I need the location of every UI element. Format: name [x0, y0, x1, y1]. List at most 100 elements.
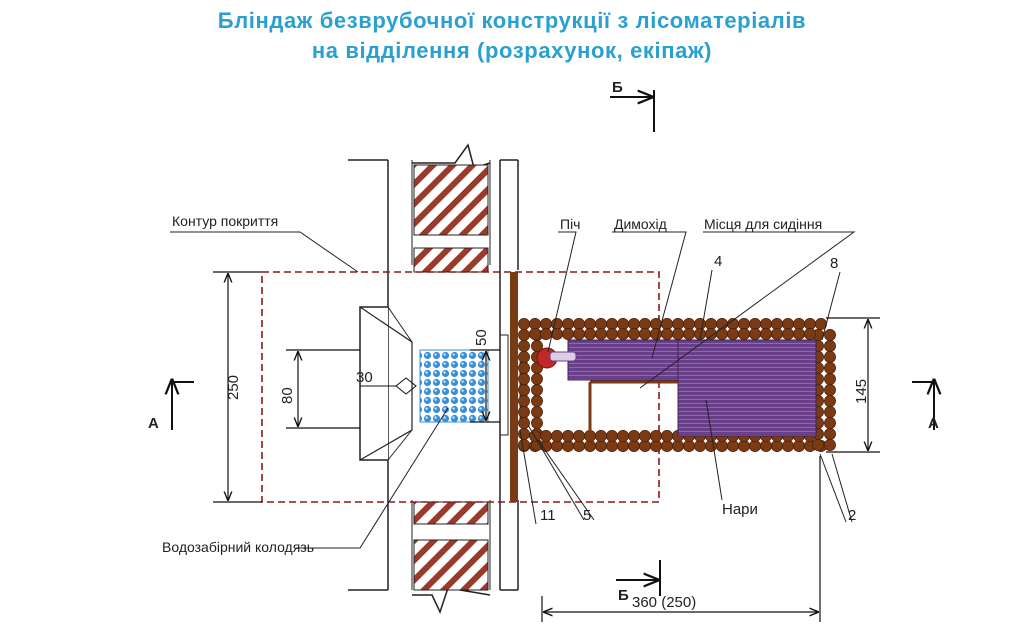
log [584, 440, 596, 452]
log [705, 318, 717, 330]
log [562, 430, 574, 442]
log [595, 430, 607, 442]
log [518, 373, 530, 385]
log [551, 440, 563, 452]
log [812, 439, 824, 451]
log [573, 430, 585, 442]
section-b-top: Б [612, 79, 623, 96]
label-contour: Контур покриття [172, 213, 278, 229]
door-frame [499, 334, 509, 436]
log [595, 318, 607, 330]
log [531, 395, 543, 407]
dugout-log-walls [518, 318, 836, 452]
log [793, 440, 805, 452]
wall-niche [359, 306, 413, 461]
log [824, 395, 836, 407]
log [793, 318, 805, 330]
log [540, 430, 552, 442]
dim-50: 50 [473, 329, 490, 346]
log [661, 440, 673, 452]
log [824, 417, 836, 429]
log [661, 430, 673, 442]
log [727, 440, 739, 452]
log [683, 328, 695, 340]
log [705, 440, 717, 452]
log [617, 440, 629, 452]
entrance-plank [510, 272, 518, 502]
log [824, 329, 836, 341]
label-num-5: 5 [583, 507, 591, 524]
section-a-left: А [148, 415, 159, 432]
log [584, 318, 596, 330]
log [824, 428, 836, 440]
slide-title: Бліндаж безврубочної конструкції з лісом… [0, 6, 1024, 66]
log [650, 440, 662, 452]
label-stove: Піч [560, 216, 580, 232]
log [716, 328, 728, 340]
log [540, 328, 552, 340]
log [771, 440, 783, 452]
log [529, 318, 541, 330]
log [573, 318, 585, 330]
log [606, 440, 618, 452]
log [760, 318, 772, 330]
log [518, 406, 530, 418]
log [540, 318, 552, 330]
log [804, 318, 816, 330]
parapet-top-1 [413, 164, 489, 236]
log [531, 417, 543, 429]
log [529, 328, 541, 340]
log [531, 373, 543, 385]
water-well [419, 349, 489, 423]
log [606, 328, 618, 340]
log [824, 439, 836, 451]
parapet-bottom-1 [413, 501, 489, 525]
log [518, 417, 530, 429]
chimney [549, 351, 577, 362]
label-bunks: Нари [722, 501, 758, 518]
seats-bench [567, 339, 679, 381]
log [661, 318, 673, 330]
log [531, 406, 543, 418]
bunks [677, 339, 817, 437]
log [661, 328, 673, 340]
log [628, 328, 640, 340]
log [824, 351, 836, 363]
log [639, 430, 651, 442]
label-num-4: 4 [714, 253, 722, 270]
log [716, 440, 728, 452]
section-a-right: А [928, 415, 939, 432]
log [804, 328, 816, 340]
log [562, 440, 574, 452]
dimension-lines [213, 271, 880, 622]
section-b-bottom: Б [618, 587, 629, 604]
log [771, 318, 783, 330]
log [573, 440, 585, 452]
log [782, 328, 794, 340]
trench-hatched-blocks [413, 164, 489, 591]
log [518, 329, 530, 341]
log [518, 362, 530, 374]
parapet-bottom-2 [413, 539, 489, 591]
log [562, 318, 574, 330]
log [650, 430, 662, 442]
log [606, 318, 618, 330]
log [518, 340, 530, 352]
log [824, 340, 836, 352]
log [628, 430, 640, 442]
parapet-top-2 [413, 247, 489, 273]
log [749, 328, 761, 340]
label-num-2: 2 [848, 507, 856, 524]
well-axis-marker [395, 377, 417, 395]
log [782, 440, 794, 452]
log [595, 440, 607, 452]
log [760, 328, 772, 340]
section-marks [170, 90, 936, 596]
log [606, 430, 618, 442]
log [573, 328, 585, 340]
log [617, 318, 629, 330]
log [628, 440, 640, 452]
label-num-8: 8 [830, 255, 838, 272]
log [738, 318, 750, 330]
